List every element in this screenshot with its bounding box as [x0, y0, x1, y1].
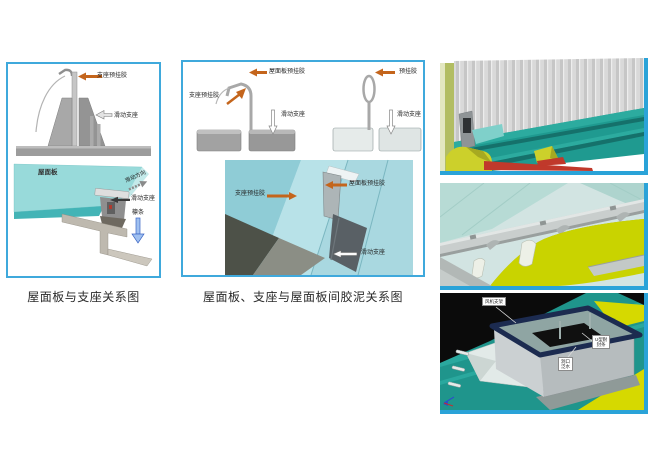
label-slide-support: 滑动支座: [114, 113, 139, 119]
roof-sheet: [454, 108, 644, 171]
label-purlin: 檩条: [132, 210, 145, 216]
roof-curb-drawing: [440, 293, 648, 414]
tag-weather-seal: U型耐 封条: [592, 335, 611, 350]
middle-figure-panel: 屋面板预挂胶 支座预挂胶 滑动支座 预挂胶 滑动支座 支座预挂胶 屋面板预挂胶 …: [181, 60, 425, 277]
tag-opening-flashing-line2: 泛水: [561, 364, 570, 370]
tag-opening-flashing-line1: 洞口: [561, 359, 570, 364]
label-support-pre-glue: 支座预挂胶: [189, 93, 220, 99]
middle-figure-drawing: [196, 68, 422, 275]
eave-corner-drawing: [440, 58, 648, 175]
label-slide-support: 滑动支座: [361, 250, 386, 256]
gutter-drawing: [440, 183, 648, 290]
tag-weather-seal-line2: 封条: [596, 342, 606, 348]
photo-border-right: [644, 58, 648, 175]
label-slide-support: 滑动支座: [131, 196, 156, 202]
label-slide-support: 滑动支座: [281, 112, 306, 118]
tag-weather-seal-line1: U型耐: [595, 337, 608, 342]
photo-border-bottom: [440, 410, 648, 414]
label-slide-support: 滑动支座: [397, 112, 422, 118]
photo-border-right: [644, 183, 648, 290]
left-figure-drawing: [13, 68, 153, 267]
middle-figure-caption: 屋面板、支座与屋面板间胶泥关系图: [202, 290, 403, 304]
label-roof-panel-pre-glue: 屋面板预挂胶: [269, 69, 306, 75]
label-roof-panel-pre-glue: 屋面板预挂胶: [349, 181, 386, 187]
left-figure-caption: 屋面板与支座关系图: [27, 290, 140, 304]
photo-border-right: [644, 293, 648, 414]
photo-border-bottom: [440, 171, 648, 175]
label-support-pre-glue: 支座预挂胶: [235, 191, 266, 197]
photo-eave-corner-render: [440, 58, 648, 175]
wall-cladding: [454, 58, 644, 142]
left-figure-panel: 支座预挂胶 滑动支座 屋面板 滑动方向 滑动支座 檩条: [6, 62, 161, 278]
label-support-pre-glue: 支座预挂胶: [97, 73, 128, 79]
photo-border-bottom: [440, 286, 648, 290]
tag-opening-flashing: 洞口 泛水: [558, 357, 573, 372]
label-roof-panel: 屋面板: [38, 169, 58, 176]
photo-gutter-render: [440, 183, 648, 290]
photo-roof-curb-render: 风机支架 U型耐 封条 洞口 泛水: [440, 293, 648, 414]
label-pre-glue: 预挂胶: [399, 69, 418, 75]
curb-top-frame: [489, 305, 643, 358]
tag-fan-support: 风机支架: [482, 297, 506, 307]
